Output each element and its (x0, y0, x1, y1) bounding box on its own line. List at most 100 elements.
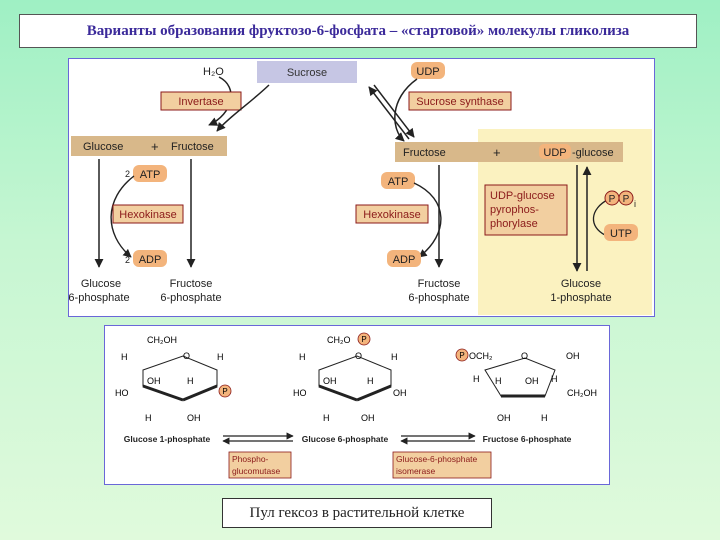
fructose-left-label: Fructose (171, 141, 214, 153)
caption-text: Пул гексоз в растительной клетке (249, 504, 465, 521)
glucose-label: Glucose (83, 141, 123, 153)
fructose-6-phosphate-structure: P OCH₂ O OH H H H OH CH₂OH OH H (455, 348, 597, 423)
ppi-utp-curve (592, 198, 610, 236)
udp-glucose-badge (539, 144, 571, 159)
g6p-left-line1: Glucose (81, 278, 121, 290)
ugpp-box (484, 184, 568, 236)
g6p-ho: HO (293, 388, 307, 398)
phosphoglucomutase-line1: Phospho- (232, 454, 269, 464)
ppi-subscript: i (634, 199, 636, 209)
ppi-p2-circle (618, 190, 634, 206)
plus-right: + (493, 145, 501, 160)
g1p-line2: 1-phosphate (550, 292, 611, 304)
g1p-h3: H (187, 376, 194, 386)
sucrose-box (257, 61, 357, 83)
atp-left-coefficient: 2 (125, 169, 130, 179)
f6p-oh-top: OH (566, 351, 580, 361)
sucrose-synthase-arrow-forward (373, 84, 415, 138)
sucrose-synthase-box (408, 91, 512, 111)
f6p-right-line2: 6-phosphate (408, 292, 469, 304)
atp-right-badge (381, 172, 415, 189)
adp-left-coefficient: 2 (125, 255, 130, 265)
adp-right-label: ADP (393, 254, 416, 266)
adp-left-label: ADP (139, 254, 162, 266)
glucose-fructose-bar (71, 136, 227, 156)
caption-box: Пул гексоз в растительной клетке (222, 498, 492, 528)
water-label: H₂O (203, 66, 224, 78)
invertase-label: Invertase (178, 96, 223, 108)
phosphoglucomutase-line2: glucomutase (232, 466, 280, 476)
hexokinase-right-label: Hexokinase (363, 209, 420, 221)
phosphoglucomutase-box (228, 451, 292, 479)
utp-badge (604, 224, 638, 241)
gpi-line2: isomerase (396, 466, 435, 476)
g6p-left-line2: 6-phosphate (69, 292, 130, 304)
page-title: Варианты образования фруктозо-6-фосфата … (86, 22, 630, 39)
gpi-box (392, 451, 492, 479)
f6p-left-line2: 6-phosphate (160, 292, 221, 304)
atp-adp-right-arrow (413, 182, 442, 258)
sucrose-synthase-label: Sucrose synthase (416, 96, 503, 108)
atp-left-badge (133, 165, 167, 182)
f6p-ch2oh: CH₂OH (567, 388, 597, 398)
g1p-h4: H (145, 413, 152, 423)
udp-top-badge (411, 62, 445, 79)
label-glucose-1-phosphate: Glucose 1-phosphate (124, 434, 211, 444)
f6p-h1: H (473, 374, 480, 384)
hexose-interconversion-panel: CH₂OH O H H OH H HO H OH P CH₂O P O H H … (104, 325, 610, 485)
g1p-ho: HO (115, 388, 129, 398)
g6p-h2: H (391, 352, 398, 362)
g6p-oh1: OH (323, 376, 337, 386)
g1p-oh2: OH (187, 413, 201, 423)
g6p-h3: H (367, 376, 374, 386)
ugpp-line1: UDP-glucose (490, 190, 555, 202)
sucrose-pathway-diagram: Sucrose H₂O Invertase Glucose + Fructose… (68, 61, 652, 315)
g1p-h2: H (217, 352, 224, 362)
f6p-phosphate: P (459, 351, 464, 360)
adp-left-badge (133, 250, 167, 267)
g6p-ch2o: CH₂O (327, 335, 351, 345)
f6p-h2: H (551, 374, 558, 384)
invertase-arrow (216, 84, 270, 132)
gpi-line1: Glucose-6-phosphate (396, 454, 478, 464)
atp-left-label: ATP (140, 169, 161, 181)
g1p-phosphate: P (222, 387, 227, 396)
f6p-h3: H (495, 376, 502, 386)
f6p-oh1: OH (525, 376, 539, 386)
g1p-oh1: OH (147, 376, 161, 386)
hexokinase-right-box (355, 204, 429, 224)
invertase-box (160, 91, 242, 111)
f6p-left-line1: Fructose (170, 278, 213, 290)
f6p-right-line1: Fructose (418, 278, 461, 290)
ugpp-line2: pyrophos- (490, 204, 539, 216)
sucrose-label: Sucrose (287, 67, 327, 79)
g6p-h1: H (299, 352, 306, 362)
f6p-och2: OCH₂ (469, 351, 493, 361)
glucose-1-phosphate-structure: CH₂OH O H H OH H HO H OH P (115, 335, 232, 423)
label-fructose-6-phosphate: Fructose 6-phosphate (483, 434, 572, 444)
sucrose-synthase-arrow-reverse (368, 86, 410, 140)
udp-top-label: UDP (416, 66, 439, 78)
hexokinase-left-label: Hexokinase (119, 209, 176, 221)
g6p-o: O (355, 351, 362, 361)
g1p-h1: H (121, 352, 128, 362)
g6p-h4: H (323, 413, 330, 423)
utp-label: UTP (610, 228, 632, 240)
f6p-h4: H (541, 413, 548, 423)
g6p-oh3: OH (361, 413, 375, 423)
hexokinase-left-box (112, 204, 184, 224)
plus-left: + (151, 139, 159, 154)
hexose-structures-diagram: CH₂OH O H H OH H HO H OH P CH₂O P O H H … (115, 332, 597, 479)
g1p-line1: Glucose (561, 278, 601, 290)
ppi-p1: P (609, 194, 616, 205)
atp-right-label: ATP (388, 176, 409, 188)
g1p-ch2oh: CH₂OH (147, 335, 177, 345)
ugpp-line3: phorylase (490, 218, 538, 230)
sucrose-cleavage-panel: Sucrose H₂O Invertase Glucose + Fructose… (68, 58, 655, 317)
f6p-oh2: OH (497, 413, 511, 423)
atp-adp-left-arrow (110, 175, 135, 258)
fructose-right-label: Fructose (403, 147, 446, 159)
adp-right-badge (387, 250, 421, 267)
glucose-6-phosphate-structure: CH₂O P O H H OH H HO OH H OH (293, 332, 407, 423)
udp-glucose-rest: -glucose (572, 147, 614, 159)
